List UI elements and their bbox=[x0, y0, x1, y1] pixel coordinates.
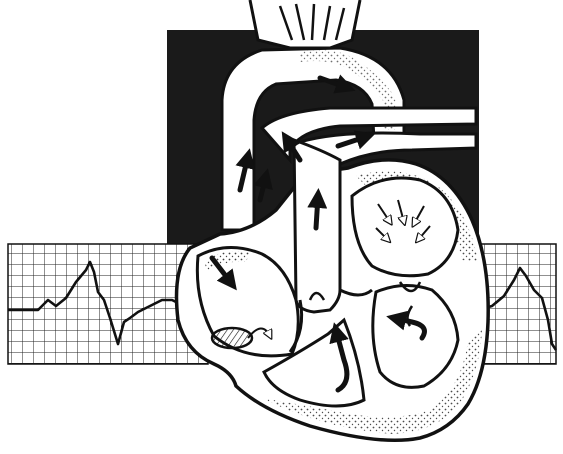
tricuspid-valve bbox=[212, 328, 252, 348]
arrow-septum-up bbox=[316, 196, 318, 228]
upper-vessels bbox=[250, 0, 360, 48]
left-atrium bbox=[352, 178, 458, 276]
